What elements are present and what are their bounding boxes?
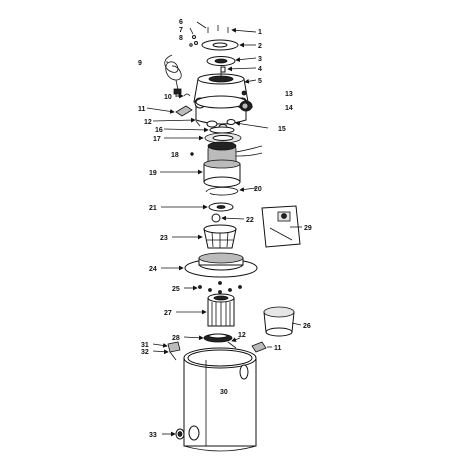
part-16-ring <box>209 126 235 134</box>
label-18: 18 <box>171 152 179 159</box>
leader-lines <box>146 21 302 437</box>
label-10: 10 <box>164 94 172 101</box>
label-1: 1 <box>258 29 262 36</box>
label-9: 9 <box>138 60 142 67</box>
part-24-lid <box>184 252 258 278</box>
part-31-32-hardware <box>167 341 181 361</box>
label-32: 32 <box>141 349 149 356</box>
motor-housing-base <box>194 95 248 125</box>
label-28: 28 <box>172 335 180 342</box>
label-31: 31 <box>141 342 149 349</box>
part-2-top-cap <box>201 39 239 51</box>
label-13: 13 <box>285 91 293 98</box>
part-18-screw <box>190 152 194 156</box>
label-25: 25 <box>172 286 180 293</box>
label-26: 26 <box>303 323 311 330</box>
label-11-top: 11 <box>138 106 146 113</box>
part-11-latch-top <box>175 105 193 117</box>
part-22-ball <box>211 213 221 223</box>
label-33: 33 <box>149 432 157 439</box>
part-11-latch-lower <box>251 341 267 353</box>
part-30-tank <box>183 347 257 452</box>
part-13-screw <box>241 90 247 96</box>
label-19: 19 <box>149 170 157 177</box>
label-12-top: 12 <box>144 119 152 126</box>
label-17: 17 <box>153 136 161 143</box>
label-11-lower: 11 <box>274 345 282 352</box>
label-24: 24 <box>149 266 157 273</box>
part-12-lead-top <box>195 120 201 127</box>
part-10-clip <box>183 93 191 97</box>
part-14-knob <box>239 100 253 112</box>
part-28-foam-sleeve <box>203 333 233 343</box>
label-4: 4 <box>258 66 262 73</box>
label-27: 27 <box>164 310 172 317</box>
label-5: 5 <box>258 78 262 85</box>
label-15: 15 <box>278 126 286 133</box>
part-20-clip <box>205 186 239 196</box>
part-6-7-8-hardware <box>189 27 198 47</box>
label-6: 6 <box>179 19 183 26</box>
part-21-disc <box>208 202 234 212</box>
label-22: 22 <box>246 217 254 224</box>
label-16: 16 <box>155 127 163 134</box>
part-29-dust-bag <box>261 205 301 248</box>
label-20: 20 <box>254 186 262 193</box>
part-1-screws <box>207 25 229 33</box>
part-9-power-cord <box>164 54 182 97</box>
label-12-lower: 12 <box>238 332 246 339</box>
part-12-lead-lower <box>227 341 237 349</box>
part-33-drain-plug <box>175 428 185 440</box>
part-4-pin <box>220 66 226 73</box>
label-29: 29 <box>304 225 312 232</box>
part-25-clips <box>198 281 242 294</box>
label-23: 23 <box>160 235 168 242</box>
label-3: 3 <box>258 56 262 63</box>
label-30: 30 <box>220 389 228 396</box>
label-7: 7 <box>179 27 183 34</box>
label-21: 21 <box>149 205 157 212</box>
part-27-cartridge-filter <box>207 293 235 327</box>
part-15-o-rings <box>206 119 236 130</box>
part-3-switch-ring <box>206 56 236 66</box>
label-14: 14 <box>285 105 293 112</box>
label-8: 8 <box>179 35 183 42</box>
part-23-cage <box>203 224 237 249</box>
label-2: 2 <box>258 43 262 50</box>
part-26-bucket-filter <box>263 306 295 337</box>
part-labels: 1 2 3 4 5 6 7 8 9 10 11 12 13 14 15 16 1… <box>138 19 312 439</box>
part-19-motor <box>203 141 263 188</box>
part-17-gasket <box>204 132 242 144</box>
